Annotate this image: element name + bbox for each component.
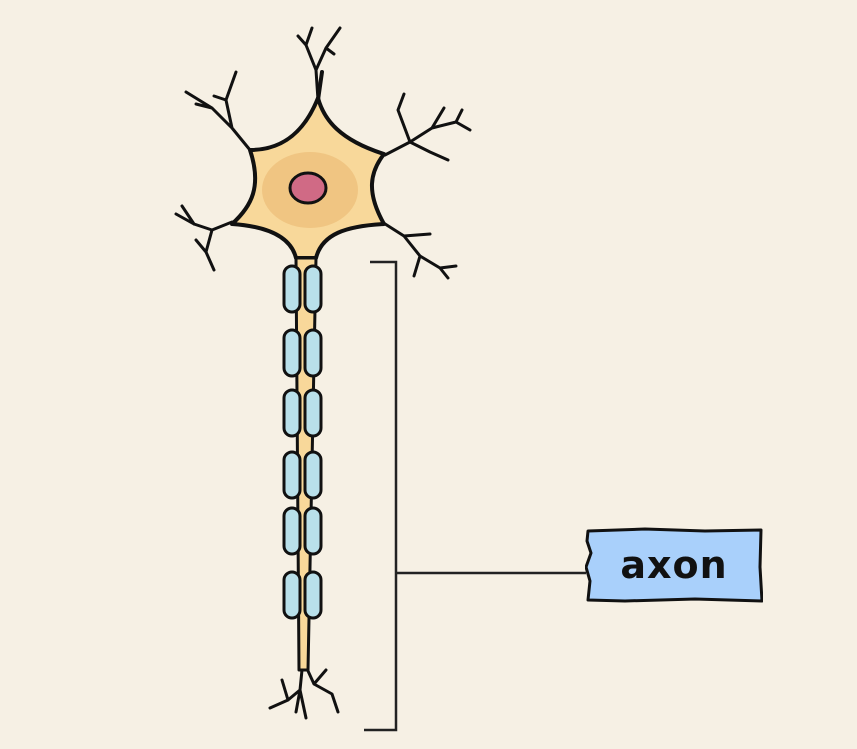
myelin-sheath xyxy=(282,506,302,556)
myelin-sheath xyxy=(303,570,323,620)
myelin-sheath xyxy=(282,388,302,438)
myelin-sheath xyxy=(282,450,302,500)
myelin-sheath xyxy=(282,264,302,314)
myelin-sheath xyxy=(282,570,302,620)
myelin-sheath xyxy=(303,506,323,556)
label-card-shape xyxy=(585,527,763,603)
myelin-sheath xyxy=(303,388,323,438)
myelin-sheath xyxy=(282,328,302,378)
dendrites xyxy=(174,26,472,720)
myelin-sheath xyxy=(303,328,323,378)
nucleus xyxy=(288,171,328,205)
myelin-sheath xyxy=(303,264,323,314)
axon-label-text: axon xyxy=(620,543,728,587)
myelin-sheaths xyxy=(282,264,323,620)
axon-label: axon xyxy=(585,527,763,603)
myelin-sheath xyxy=(303,450,323,500)
axon-bracket xyxy=(364,260,586,732)
